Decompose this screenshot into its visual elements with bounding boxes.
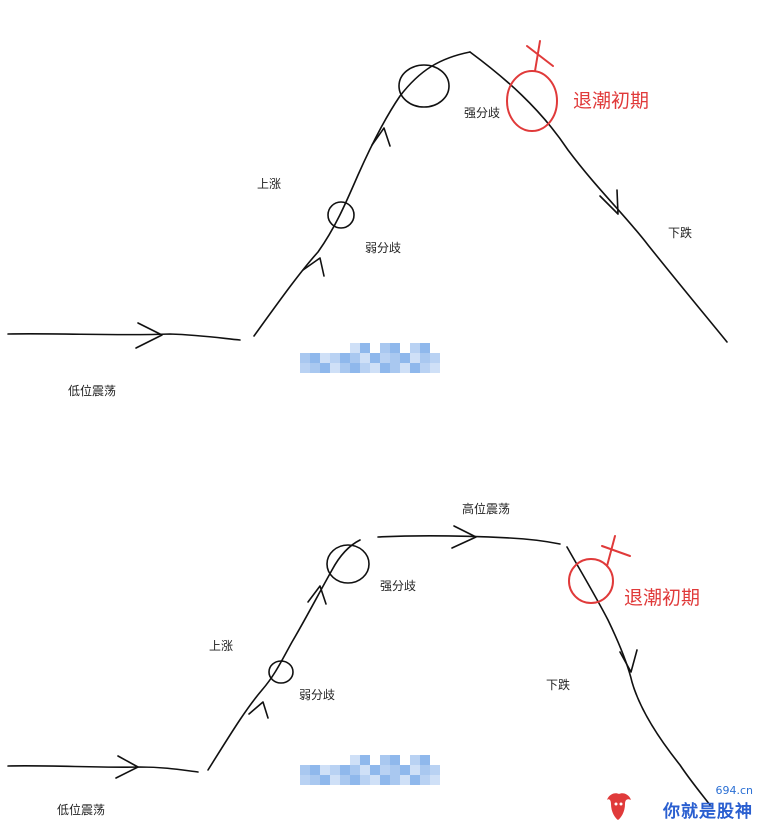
label-rise: 上涨 bbox=[209, 639, 234, 653]
site-domain: 694.cn bbox=[715, 784, 753, 797]
ebb-circle bbox=[568, 558, 614, 604]
blurred-watermark-bottom bbox=[300, 755, 440, 785]
top-diagram: 低位震荡 上涨 弱分歧 强分歧 下跌 退潮初期 bbox=[7, 40, 728, 398]
label-weak-divergence: 弱分歧 bbox=[365, 241, 402, 255]
arrow-right-low bbox=[135, 322, 163, 349]
brand-name: 你就是股神 bbox=[663, 802, 753, 822]
label-low-oscillation: 低位震荡 bbox=[68, 384, 117, 398]
arrow-right-high bbox=[451, 525, 477, 549]
label-fall: 下跌 bbox=[546, 678, 571, 692]
ebb-circle bbox=[506, 70, 558, 132]
weak-divergence-circle bbox=[327, 201, 355, 229]
low-oscillation-line bbox=[7, 764, 199, 773]
label-strong-divergence: 强分歧 bbox=[380, 579, 417, 593]
fall-line bbox=[469, 51, 728, 343]
label-strong-divergence: 强分歧 bbox=[464, 106, 501, 120]
strong-divergence-circle bbox=[326, 544, 370, 584]
high-oscillation-line bbox=[377, 535, 561, 545]
bull-logo-icon bbox=[607, 793, 631, 820]
fall-line bbox=[566, 546, 711, 806]
label-fall: 下跌 bbox=[668, 226, 693, 240]
ebb-cross-mark bbox=[526, 40, 554, 72]
weak-divergence-circle bbox=[268, 660, 294, 684]
arrow-down-fall bbox=[619, 649, 638, 673]
arrow-right-low bbox=[115, 755, 139, 779]
arrow-up-2 bbox=[307, 585, 327, 605]
arrow-up-1 bbox=[248, 701, 269, 719]
low-oscillation-line bbox=[7, 332, 241, 341]
arrow-up-2 bbox=[371, 127, 391, 147]
label-ebb-early: 退潮初期 bbox=[624, 587, 701, 609]
strong-divergence-circle bbox=[398, 64, 450, 108]
blurred-watermark-top bbox=[300, 343, 440, 373]
ebb-cross-mark bbox=[601, 535, 631, 567]
rise-line bbox=[207, 539, 361, 771]
arrow-down-fall bbox=[599, 189, 619, 215]
arrow-up-1 bbox=[302, 257, 325, 277]
label-rise: 上涨 bbox=[257, 177, 282, 191]
top-diagram-drawing bbox=[7, 40, 728, 349]
bottom-diagram-drawing bbox=[7, 525, 711, 806]
site-logo: 694.cn 你就是股神 bbox=[603, 784, 755, 824]
label-low-oscillation: 低位震荡 bbox=[57, 803, 106, 817]
label-ebb-early: 退潮初期 bbox=[573, 90, 650, 112]
bottom-diagram: 低位震荡 上涨 弱分歧 强分歧 高位震荡 下跌 退潮初期 bbox=[0, 420, 761, 828]
rise-line bbox=[253, 51, 471, 337]
label-high-oscillation: 高位震荡 bbox=[462, 502, 511, 516]
label-weak-divergence: 弱分歧 bbox=[299, 688, 336, 702]
